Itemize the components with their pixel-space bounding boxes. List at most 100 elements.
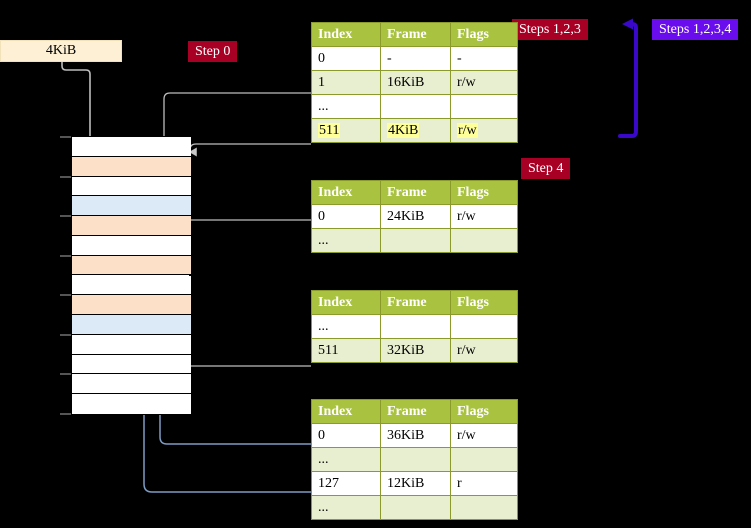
cell-flags: - xyxy=(450,46,518,71)
column-header-frame: Frame xyxy=(380,180,451,205)
cell-index: 511 xyxy=(311,338,381,363)
cell-flags: r/w xyxy=(450,70,518,95)
cell-frame xyxy=(380,447,451,472)
cell-frame: 32KiB xyxy=(380,338,451,363)
memory-scale-tick xyxy=(60,294,71,297)
memory-frame-row xyxy=(72,255,191,276)
cell-flags xyxy=(450,314,518,339)
cell-index: ... xyxy=(311,94,381,119)
memory-scale-tick xyxy=(60,373,71,376)
cell-index: 511 xyxy=(311,118,381,143)
cell-index: 0 xyxy=(311,46,381,71)
cell-flags: r/w xyxy=(450,204,518,229)
memory-frame-row xyxy=(72,137,191,157)
cell-frame xyxy=(380,228,451,253)
table-header-row: Index Frame Flags xyxy=(311,22,518,47)
memory-frame-row xyxy=(72,275,191,296)
cell-index: ... xyxy=(311,495,381,520)
cell-flags xyxy=(450,228,518,253)
cell-index: ... xyxy=(311,447,381,472)
table-header-row: Index Frame Flags xyxy=(311,290,518,315)
table-header-row: Index Frame Flags xyxy=(311,180,518,205)
badge-steps-1234-label: Steps 1,2,3,4 xyxy=(659,22,732,37)
frame-4kib-box: 4KiB xyxy=(0,40,122,62)
table-header-row: Index Frame Flags xyxy=(311,399,518,424)
column-header-frame: Frame xyxy=(380,290,451,315)
column-header-index: Index xyxy=(311,290,381,315)
badge-step-0: Step 0 xyxy=(188,41,238,62)
frame-4kib-label: 4KiB xyxy=(45,43,77,58)
cell-flags xyxy=(450,447,518,472)
cell-frame: 24KiB xyxy=(380,204,451,229)
column-header-flags: Flags xyxy=(450,290,518,315)
column-header-index: Index xyxy=(311,180,381,205)
badge-step-0-label: Step 0 xyxy=(195,44,231,59)
cell-flags: r/w xyxy=(450,118,518,143)
memory-frame-row xyxy=(72,334,191,355)
memory-frame-row xyxy=(72,156,191,177)
memory-frame-row xyxy=(72,394,191,414)
column-header-index: Index xyxy=(311,22,381,47)
memory-scale-tick xyxy=(60,413,71,415)
cell-frame xyxy=(380,314,451,339)
table-row: ... xyxy=(311,495,518,520)
cell-index: 127 xyxy=(311,471,381,496)
cell-frame: - xyxy=(380,46,451,71)
cell-index: 1 xyxy=(311,70,381,95)
memory-frame-row xyxy=(72,235,191,256)
table-row: ... xyxy=(311,228,518,253)
badge-steps-123-label: Steps 1,2,3 xyxy=(519,22,581,37)
memory-frame-row xyxy=(72,196,191,217)
cell-frame: 4KiB xyxy=(380,118,451,143)
memory-frame-row xyxy=(72,315,191,335)
cell-flags: r/w xyxy=(450,423,518,448)
cell-flags: r/w xyxy=(450,338,518,363)
wire-table1-row511 xyxy=(190,143,311,152)
cell-flags xyxy=(450,495,518,520)
column-header-flags: Flags xyxy=(450,180,518,205)
memory-frame-row xyxy=(72,216,191,236)
memory-frame-row xyxy=(72,176,191,197)
cell-frame: 12KiB xyxy=(380,471,451,496)
cell-frame: 36KiB xyxy=(380,423,451,448)
memory-frame-row xyxy=(72,295,191,316)
memory-frame-row xyxy=(72,354,191,375)
column-header-frame: Frame xyxy=(380,22,451,47)
column-header-flags: Flags xyxy=(450,22,518,47)
memory-scale-tick xyxy=(60,254,71,257)
badge-step-4: Step 4 xyxy=(521,158,571,179)
cell-index: ... xyxy=(311,228,381,253)
violet-bracket-arrow xyxy=(618,18,642,138)
memory-scale-tick xyxy=(60,333,71,336)
cell-index: 0 xyxy=(311,204,381,229)
column-header-flags: Flags xyxy=(450,399,518,424)
badge-steps-1234: Steps 1,2,3,4 xyxy=(652,19,739,40)
cell-index: 0 xyxy=(311,423,381,448)
physical-memory-grid xyxy=(71,136,191,415)
memory-frame-row xyxy=(72,374,191,395)
wire-table3-row511 xyxy=(180,314,311,367)
column-header-index: Index xyxy=(311,399,381,424)
wire-table2-row0 xyxy=(180,219,311,262)
cell-frame: 16KiB xyxy=(380,70,451,95)
table-row: ... xyxy=(311,447,518,472)
table-row: ... xyxy=(311,94,518,119)
badge-steps-123: Steps 1,2,3 xyxy=(512,19,588,40)
column-header-frame: Frame xyxy=(380,399,451,424)
table-row: ... xyxy=(311,314,518,339)
cell-frame xyxy=(380,495,451,520)
